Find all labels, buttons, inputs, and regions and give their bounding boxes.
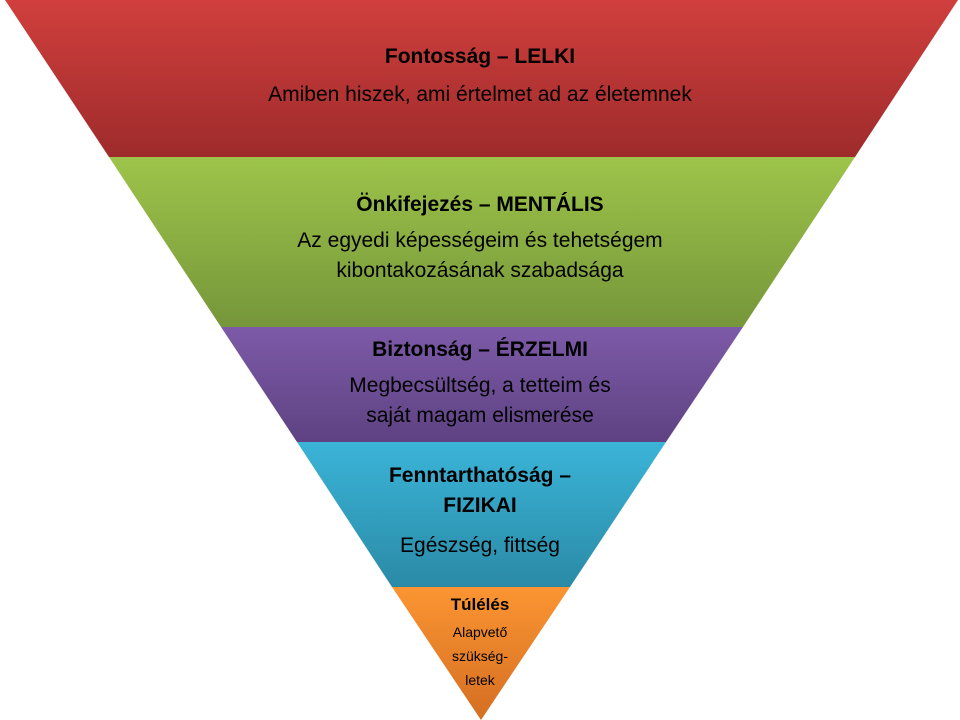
- level-title: Túlélés: [450, 595, 510, 614]
- level-description: kibontakozásának szabadsága: [336, 259, 624, 282]
- level-description: letek: [465, 672, 495, 688]
- level-2-band: [109, 157, 855, 327]
- level-description: szükség-: [451, 648, 509, 664]
- level-description: Amiben hiszek, ami értelmet ad az életem…: [268, 83, 692, 106]
- level-5-label: Túlélés Alapvető szükség- letek: [0, 594, 960, 692]
- level-description: Az egyedi képességeim és tehetségem: [297, 229, 663, 252]
- level-3-band: [221, 327, 743, 442]
- level-title: Fontosság – LELKI: [384, 45, 576, 68]
- level-description: Alapvető: [452, 624, 508, 640]
- level-title: Önkifejezés – MENTÁLIS: [356, 193, 604, 216]
- level-description: Egészség, fittség: [400, 534, 560, 557]
- level-1-label: Fontosság – LELKI Amiben hiszek, ami ért…: [0, 44, 960, 110]
- level-4-band: [297, 442, 666, 587]
- level-title-line2: FIZIKAI: [443, 494, 517, 517]
- level-title: Biztonság – ÉRZELMI: [372, 338, 588, 361]
- level-description: Megbecsültség, a tetteim és: [349, 374, 611, 397]
- level-description: saját magam elismerése: [366, 404, 594, 427]
- level-title: Fenntarthatóság –: [388, 464, 572, 487]
- level-2-label: Önkifejezés – MENTÁLIS Az egyedi képessé…: [0, 192, 960, 286]
- level-3-label: Biztonság – ÉRZELMI Megbecsültség, a tet…: [0, 337, 960, 431]
- level-1-band: [5, 0, 958, 157]
- level-5-band: [392, 587, 570, 720]
- level-4-label: Fenntarthatóság – FIZIKAI Egészség, fitt…: [0, 463, 960, 561]
